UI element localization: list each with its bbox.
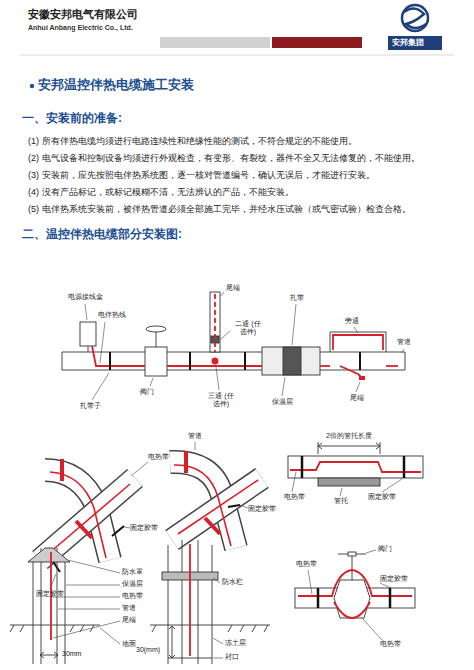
part-label: 阀门 [378, 545, 392, 553]
part-label: 电热带 [148, 453, 169, 461]
part-label: 电热带 [296, 560, 317, 568]
part-label: 管道 [188, 432, 202, 440]
part-label: 二通 (任选件) [232, 320, 264, 336]
part-label: 管托 [334, 497, 348, 505]
part-label: 固定胶带 [248, 505, 276, 513]
company-name-en: Anhui Anbang Electric Co., Ltd. [28, 24, 133, 32]
part-label: 电热带 [284, 493, 305, 501]
part-label: 电热带 [380, 640, 401, 648]
dimension-label: 30(mm) [136, 646, 160, 654]
part-label: 三通 (任选件) [205, 392, 237, 408]
list-item: (5) 电伴热系统安装前，被伴热管道必须全部施工完毕，并经水压试验（或气密试验）… [28, 204, 468, 214]
part-label: 电源接线盒 [68, 293, 103, 301]
part-label: 扎带子 [80, 402, 101, 410]
part-label: 固定胶带 [130, 524, 158, 532]
part-label: 防水栏 [222, 578, 243, 586]
part-label: 地面 [122, 640, 136, 648]
part-label: 封口 [225, 653, 239, 661]
part-label: 电伴热线 [98, 311, 126, 319]
part-label: 防水罩 [122, 568, 143, 576]
page-title: 安邦温控伴热电缆施工安装 [38, 78, 194, 93]
dimension-label: 30mm [62, 650, 81, 658]
part-label: 阀门 [140, 388, 154, 396]
section-heading: 二、温控伴热电缆部分安装图: [22, 228, 182, 242]
part-label: 固定胶带 [368, 493, 396, 501]
part-label: 冻土层 [225, 639, 246, 647]
part-label: 固定胶带 [36, 590, 64, 598]
part-label: 尾端 [226, 284, 240, 292]
list-item: (3) 安装前，应先按照电伴热系统图，逐一核对管道编号，确认无误后，才能进行安装… [28, 170, 468, 180]
list-item: (2) 电气设备和控制设备均须进行外观检查，有变形、有裂纹，器件不全又无法修复的… [28, 153, 468, 163]
part-label: 管道 [122, 604, 136, 612]
list-item: (4) 没有产品标记，或标记模糊不清，无法辨认的产品，不能安装。 [28, 187, 468, 197]
part-label: 管道 [397, 338, 411, 346]
part-label: 保温层 [272, 398, 293, 406]
part-label: 电热带 [122, 592, 143, 600]
part-label: 旁通 [345, 317, 359, 325]
dimension-label: 2倍的管托长度 [326, 432, 372, 440]
part-label: 保温层 [122, 580, 143, 588]
part-label: 扎带 [290, 294, 304, 302]
part-label: 固定胶带 [380, 575, 408, 583]
company-name: 安徽安邦电气有限公司 [28, 8, 138, 21]
logo-text: 安邦集团 [392, 38, 424, 47]
part-label: 尾端 [350, 394, 364, 402]
section-heading: 一、安装前的准备: [22, 112, 122, 126]
list-item: (1) 所有伴热电缆均须进行电路连续性和绝缘性能的测试，不符合规定的不能使用。 [28, 136, 468, 146]
part-label: 尾端 [122, 616, 136, 624]
